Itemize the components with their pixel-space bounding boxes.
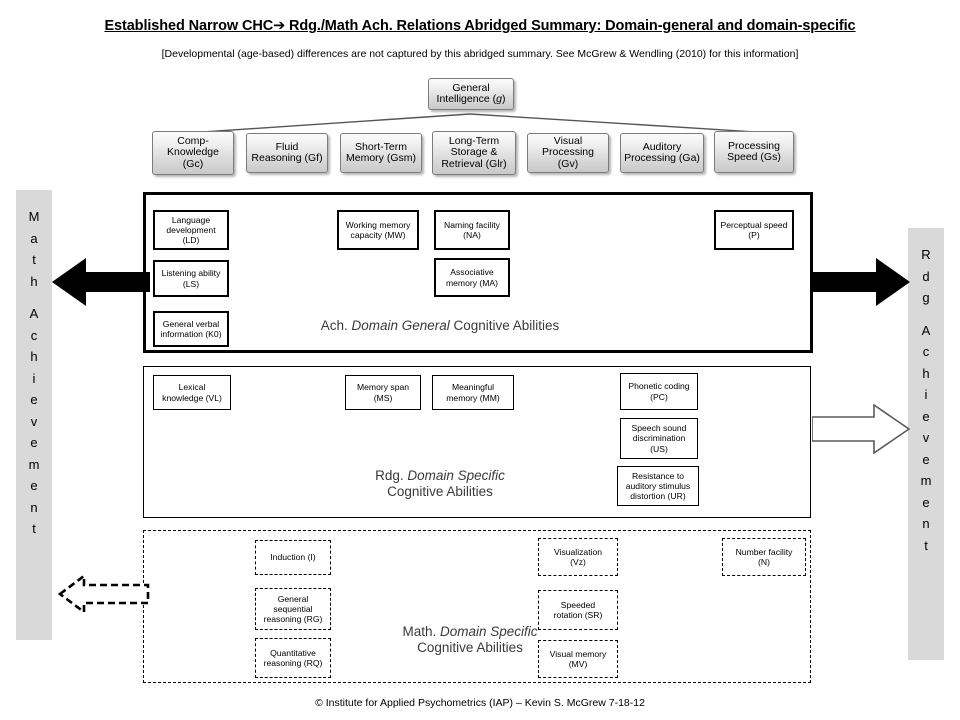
right-bar-char: h [922,365,930,381]
domain-general-caption: Ach. Domain General Cognitive Abilities [260,318,620,334]
gi-line2: Intelligence ( [436,93,497,105]
footer-credit: © Institute for Applied Psychometrics (I… [315,697,645,709]
left-bar-char: e [30,392,38,407]
rd-caption-suffix: Cognitive Abilities [387,484,493,499]
left-bar-char: m [28,456,40,472]
right-bar-char: R [921,247,931,262]
page-subtitle: [Developmental (age-based) differences a… [161,48,799,60]
mt-caption-prefix: Math. [402,624,440,639]
mt-caption-italic: Domain Specific [439,624,538,639]
right-bar-char: d [922,268,930,284]
arrow-right-open-rdg-specific-to-rdg [812,404,910,454]
arrow-right-solid-domain-general-to-rdg [812,258,910,306]
dg-caption-suffix: Cognitive Abilities [449,318,560,333]
mt-caption-suffix: Cognitive Abilities [417,640,523,655]
node-naming-facility[interactable]: Naming facility(NA) [434,210,510,250]
gi-italic-g: g [496,93,502,105]
right-bar-char: c [922,344,930,359]
right-bar-char: g [922,290,930,305]
left-bar-char: e [30,478,38,493]
left-bar-char: n [30,499,38,515]
left-bar-math-achievement: M a t h A c h i e v e m e n t [16,190,52,640]
node-phonetic-coding[interactable]: Phonetic coding(PC) [620,373,698,410]
node-memory-span[interactable]: Memory span(MS) [345,375,421,410]
node-listening-ability[interactable]: Listening ability(LS) [153,260,229,297]
node-perceptual-speed[interactable]: Perceptual speed(P) [714,210,794,250]
node-visualization[interactable]: Visualization(Vz) [538,538,618,576]
left-bar-char: t [32,521,36,536]
left-bar-char: h [30,273,38,289]
right-bar-char: i [924,387,928,402]
arrow-left-dashed-math-specific-to-math [58,573,150,615]
gi-line2b: ) [501,93,506,105]
node-induction[interactable]: Induction (I) [255,540,331,575]
rd-caption-prefix: Rdg. [375,468,408,483]
left-bar-char: v [30,413,38,429]
right-bar-char: m [920,473,932,488]
right-bar-rdg-achievement: R d g A c h i e v e m e n t [908,228,944,660]
right-bar-char: A [921,322,931,338]
rd-caption-italic: Domain Specific [407,468,505,483]
left-bar-char: h [30,349,38,364]
dg-caption-prefix: Ach. [320,318,352,333]
page-title: Established Narrow CHC➔ Rdg./Math Ach. R… [0,18,960,34]
dg-caption-italic: Domain General [351,318,450,333]
arrow-left-solid-domain-general-to-math [52,258,150,306]
right-bar-char: e [922,408,930,424]
node-visual-memory[interactable]: Visual memory(MV) [538,640,618,678]
left-bar-char: t [32,252,36,267]
node-broad-gc[interactable]: Comp-Knowledge(Gc) [152,131,234,175]
node-number-facility[interactable]: Number facility(N) [722,538,806,576]
math-specific-container [143,530,811,683]
right-bar-char: t [924,537,928,553]
hierarchy-connector [187,113,773,134]
left-bar-char: e [30,435,38,450]
left-bar-char: a [30,230,38,246]
page-title-text: Established Narrow CHC➔ Rdg./Math Ach. R… [104,18,856,34]
left-bar-char: i [32,370,36,386]
right-bar-char: v [922,430,930,445]
right-bar-char: n [922,516,930,531]
left-bar-char: A [29,306,39,321]
gi-line1: General [452,81,490,94]
left-bar-char: M [28,209,40,224]
right-bar-char: e [922,494,930,510]
left-bar-char: c [30,327,38,343]
right-bar-char: e [922,451,930,467]
